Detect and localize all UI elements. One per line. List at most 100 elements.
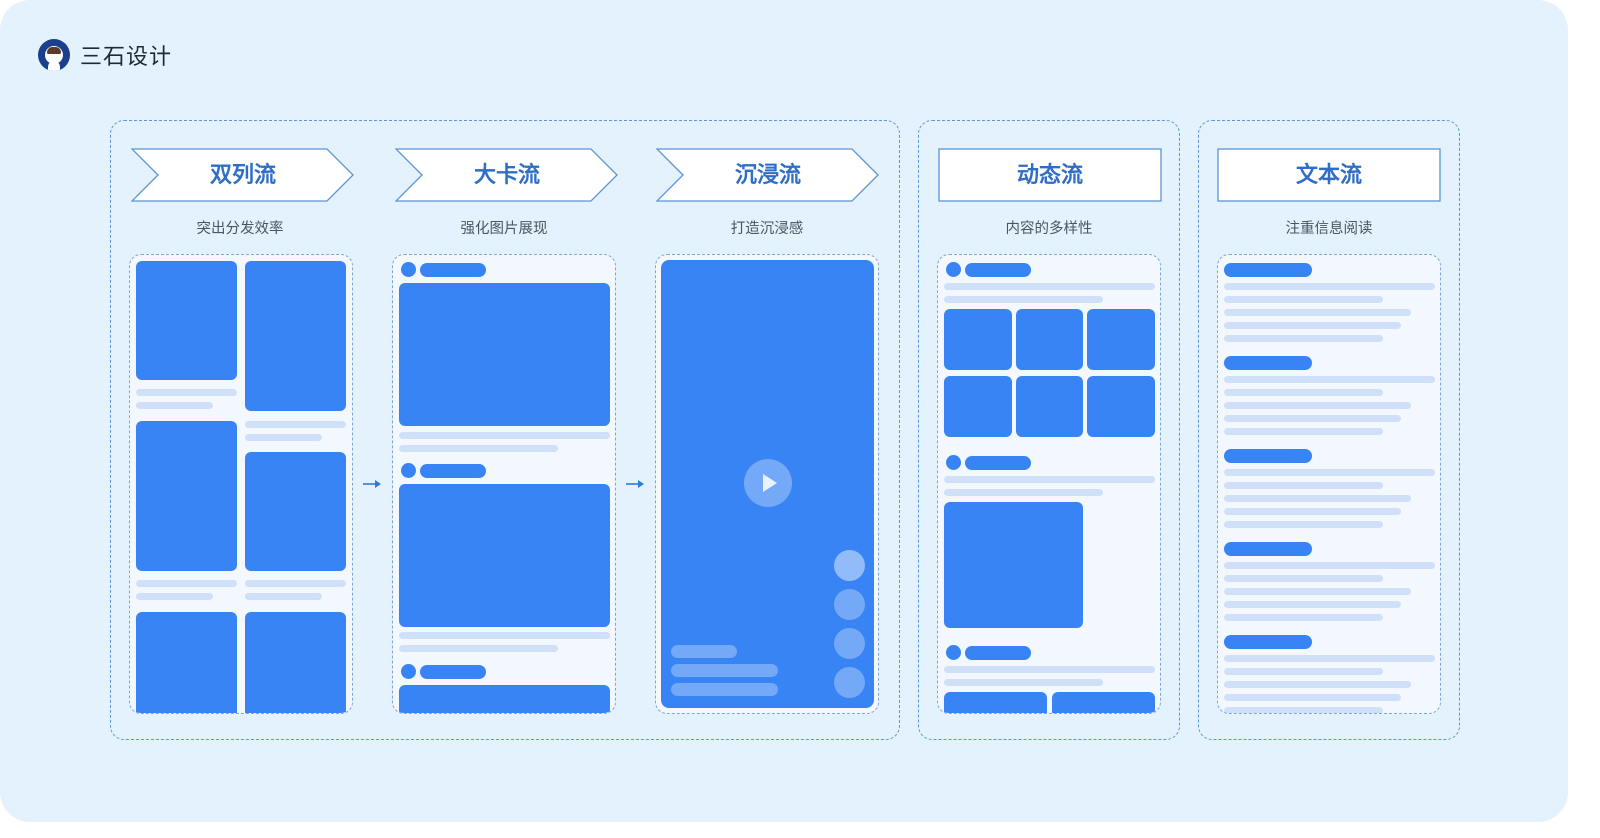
- text-line: [944, 666, 1155, 673]
- subtitle-large-card: 强化图片展现: [460, 221, 548, 237]
- wireframe-immersive: [655, 254, 879, 714]
- feed-card-image: [245, 261, 346, 411]
- text-line: [136, 580, 237, 587]
- arrow-right-icon: [363, 480, 381, 488]
- header-title: 沉浸流: [734, 162, 801, 188]
- fullscreen-video: [661, 260, 874, 708]
- text-line: [136, 593, 213, 600]
- text-line: [399, 445, 558, 452]
- brand: 三石设计: [38, 38, 172, 72]
- grid-image: [1016, 376, 1083, 437]
- text-line: [245, 434, 322, 441]
- text-line: [944, 679, 1103, 686]
- text-line: [1224, 668, 1383, 675]
- caption-line: [671, 683, 778, 696]
- text-line: [1224, 588, 1411, 595]
- avatar-logo-icon: [38, 39, 70, 71]
- text-line: [1224, 428, 1383, 435]
- arrow-right-icon: [626, 480, 644, 488]
- username-pill: [965, 456, 1031, 470]
- grid-image: [1087, 376, 1155, 437]
- text-line: [1224, 335, 1383, 342]
- text-line: [1224, 562, 1435, 569]
- avatar: [834, 550, 865, 581]
- canvas: 三石设计 双列流 大卡流 沉浸流 动态流 文本流 突出分发效率 强化图片展现 打…: [0, 0, 1568, 822]
- header-text-flow: 文本流: [1217, 148, 1441, 202]
- group-dynamic-flow: [918, 120, 1180, 740]
- wireframe-double-column: [129, 254, 353, 714]
- comment-icon: [834, 628, 865, 659]
- grid-image: [944, 692, 1047, 713]
- username-pill: [420, 665, 486, 679]
- text-line: [1224, 322, 1401, 329]
- grid-image: [1016, 309, 1083, 370]
- text-line: [944, 489, 1103, 496]
- header-title: 双列流: [209, 162, 276, 188]
- username-pill: [420, 263, 486, 277]
- text-line: [399, 632, 610, 639]
- feed-card-image: [136, 421, 237, 571]
- text-line: [245, 580, 346, 587]
- subtitle-dynamic: 内容的多样性: [1005, 221, 1093, 237]
- text-line: [136, 389, 237, 396]
- caption-line: [671, 664, 778, 677]
- text-line: [399, 432, 610, 439]
- wireframe-dynamic: [937, 254, 1161, 714]
- large-card-image: [399, 484, 610, 627]
- text-line: [1224, 296, 1383, 303]
- text-line: [944, 476, 1155, 483]
- subtitle-text: 注重信息阅读: [1285, 221, 1373, 237]
- avatar: [946, 645, 961, 660]
- feed-card-image: [245, 612, 346, 713]
- grid-image: [1087, 309, 1155, 370]
- header-title: 动态流: [1016, 162, 1083, 188]
- text-line: [1224, 415, 1401, 422]
- avatar: [401, 664, 416, 679]
- header-dynamic-flow: 动态流: [938, 148, 1162, 202]
- header-large-card-flow: 大卡流: [395, 148, 619, 202]
- group-flow-progression: [110, 120, 900, 740]
- text-line: [1224, 508, 1401, 515]
- feed-card-image: [136, 612, 237, 713]
- header-double-column-flow: 双列流: [131, 148, 355, 202]
- wireframe-text: [1217, 254, 1441, 714]
- headline-pill: [1224, 263, 1312, 277]
- text-line: [1224, 614, 1383, 621]
- text-line: [245, 593, 322, 600]
- text-line: [1224, 376, 1435, 383]
- grid-image: [1052, 692, 1155, 713]
- text-line: [1224, 681, 1411, 688]
- text-line: [136, 402, 213, 409]
- headline-pill: [1224, 356, 1312, 370]
- text-line: [245, 421, 346, 428]
- headline-pill: [1224, 635, 1312, 649]
- avatar: [946, 262, 961, 277]
- large-card-image: [399, 283, 610, 426]
- text-line: [1224, 601, 1401, 608]
- caption-line: [671, 645, 737, 658]
- header-title: 文本流: [1295, 162, 1362, 188]
- text-line: [1224, 655, 1435, 662]
- brand-name: 三石设计: [80, 45, 173, 70]
- text-line: [1224, 694, 1401, 701]
- text-line: [1224, 482, 1383, 489]
- share-icon: [834, 667, 865, 698]
- large-card-image: [399, 685, 610, 713]
- subtitle-double-column: 突出分发效率: [196, 221, 284, 237]
- group-text-flow: [1198, 120, 1460, 740]
- text-line: [1224, 495, 1411, 502]
- text-line: [944, 283, 1155, 290]
- username-pill: [965, 646, 1031, 660]
- text-line: [1224, 707, 1383, 713]
- text-line: [1224, 575, 1383, 582]
- single-image: [944, 502, 1083, 628]
- username-pill: [965, 263, 1031, 277]
- headline-pill: [1224, 542, 1312, 556]
- header-immersive-flow: 沉浸流: [656, 148, 880, 202]
- text-line: [1224, 389, 1383, 396]
- avatar: [401, 463, 416, 478]
- avatar: [946, 455, 961, 470]
- text-line: [1224, 283, 1435, 290]
- text-line: [1224, 309, 1411, 316]
- like-icon: [834, 589, 865, 620]
